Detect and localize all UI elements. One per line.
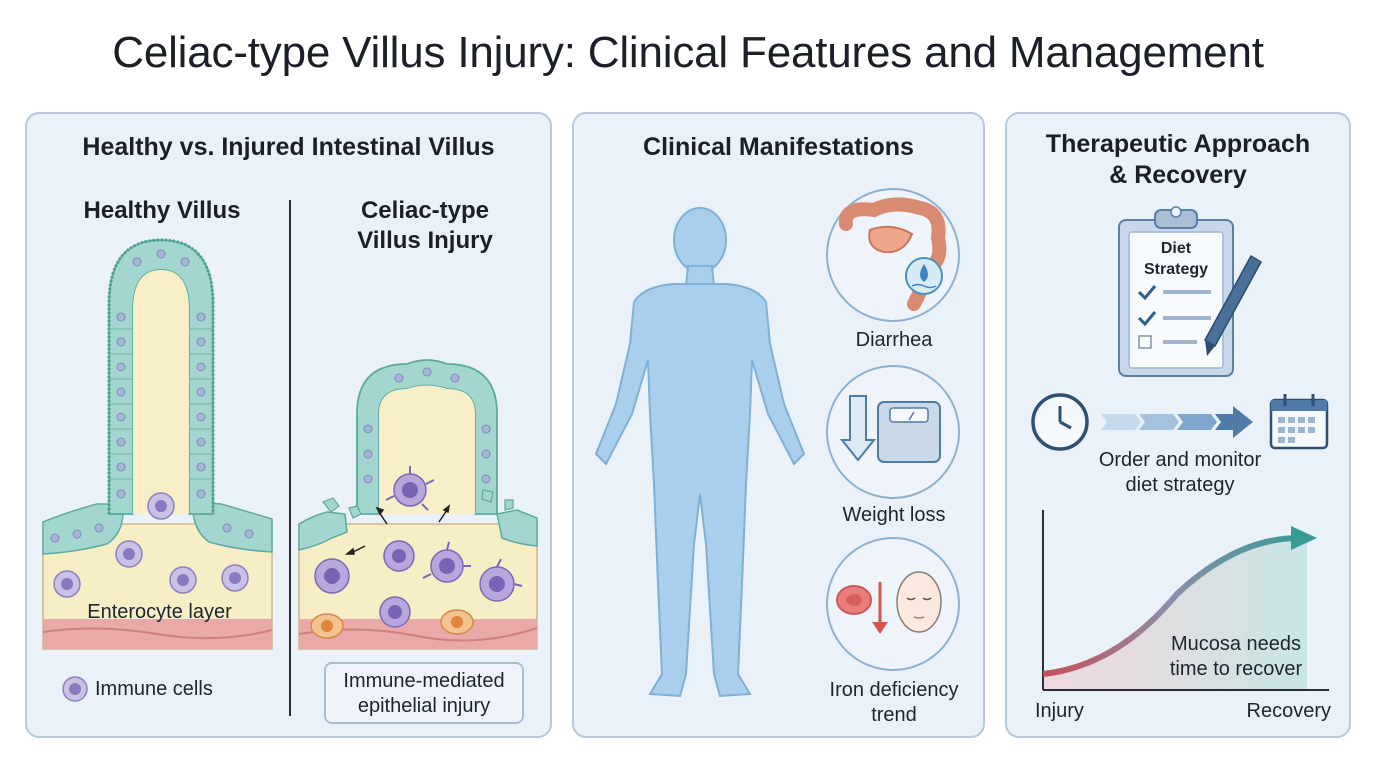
therapy-recovery-panel: Therapeutic Approach & Recovery (1005, 112, 1351, 738)
x-axis-start-label: Injury (1035, 700, 1084, 722)
villus-panel-title: Healthy vs. Injured Intestinal Villus (82, 133, 495, 161)
injured-villus-illustration (298, 359, 538, 650)
healthy-villus-label: Healthy Villus (83, 197, 241, 224)
clock-icon (1031, 393, 1089, 451)
healthy-villus-illustration (42, 238, 273, 702)
panel-divider (289, 200, 291, 716)
villus-comparison-panel: Healthy vs. Injured Intestinal Villus He… (25, 112, 552, 738)
x-axis-end-label: Recovery (1246, 700, 1331, 722)
symptom-diarrhea-label: Diarrhea (855, 329, 933, 351)
symptom-icons (826, 188, 960, 671)
progress-arrow-icon (1101, 406, 1253, 438)
therapy-illustrations (1031, 206, 1329, 691)
calendar-icon (1269, 394, 1329, 450)
pen-icon (1203, 254, 1263, 356)
recovery-time-label: Mucosa needs time to recover (1169, 633, 1303, 680)
monitor-strategy-label: Order and monitor diet strategy (1098, 449, 1262, 496)
diarrhea-intestine-icon (826, 188, 960, 322)
page-title: Celiac-type Villus Injury: Clinical Feat… (112, 28, 1264, 77)
immune-cells-legend-label: Immune cells (95, 678, 213, 700)
human-body-icon (594, 207, 806, 698)
clipboard-icon (1118, 206, 1234, 377)
recovery-curve-chart (1042, 510, 1329, 691)
symptom-weight-loss-label: Weight loss (842, 504, 946, 526)
clinical-manifestations-panel: Clinical Manifestations (572, 112, 985, 738)
iron-deficiency-icon (826, 537, 960, 671)
weight-loss-scale-icon (826, 365, 960, 499)
symptom-iron-deficiency-label: Iron deficiency trend (829, 679, 959, 726)
injury-description-box: Immune-mediated epithelial injury (324, 662, 524, 724)
clinical-panel-title: Clinical Manifestations (643, 133, 914, 161)
clipboard-title: Diet Strategy (1143, 240, 1209, 278)
injured-villus-label: Celiac-type Villus Injury (357, 197, 493, 254)
enterocyte-layer-label: Enterocyte layer (87, 601, 232, 623)
therapy-panel-title: Therapeutic Approach & Recovery (1045, 130, 1311, 189)
